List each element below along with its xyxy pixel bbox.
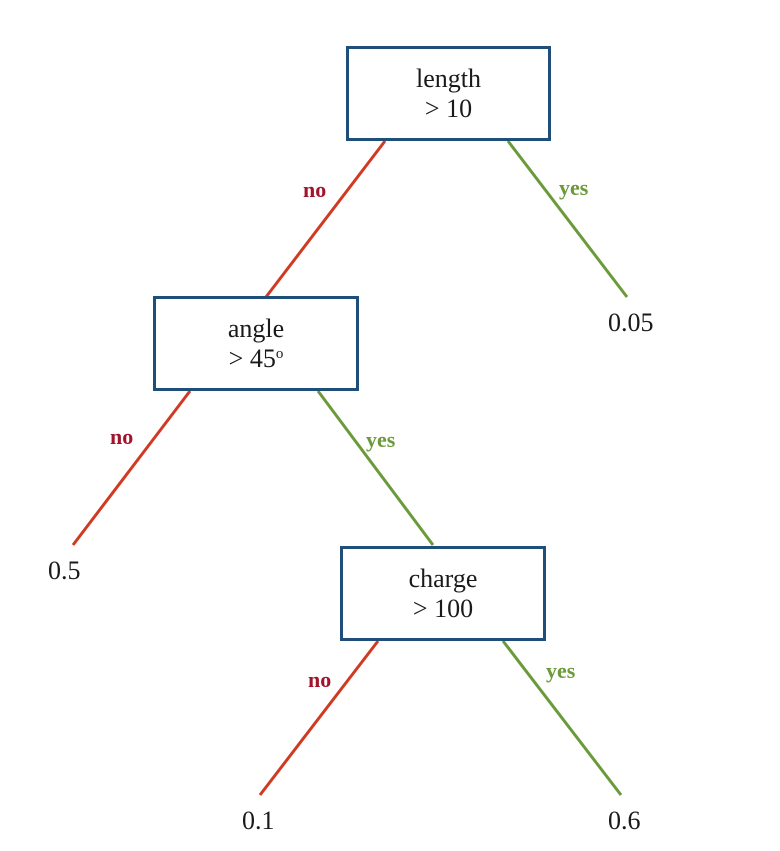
leaf-charge-yes: 0.6 (608, 806, 641, 835)
branch-label-root-yes: yes (559, 175, 589, 200)
edge-root-yes (506, 140, 629, 298)
node-charge: charge > 100 (340, 546, 546, 641)
node-charge-condition: > 100 (412, 593, 474, 623)
edge-charge-yes (501, 640, 623, 796)
node-length-condition: > 10 (424, 93, 473, 123)
node-charge-feature: charge (408, 563, 478, 593)
node-length: length > 10 (346, 46, 551, 141)
branch-label-angle-yes: yes (366, 427, 396, 452)
leaf-length-yes: 0.05 (608, 308, 654, 337)
edge-angle-yes (316, 390, 435, 546)
leaf-charge-no: 0.1 (242, 806, 275, 835)
node-angle: angle > 45o (153, 296, 359, 391)
branch-label-charge-no: no (308, 667, 332, 692)
edge-charge-no (258, 640, 380, 796)
edge-angle-no (71, 390, 192, 546)
branch-label-angle-no: no (110, 424, 134, 449)
edge-root-no (264, 140, 387, 298)
node-angle-condition: > 45o (228, 343, 284, 373)
node-length-feature: length (416, 63, 481, 93)
leaf-angle-no: 0.5 (48, 556, 81, 585)
branch-label-charge-yes: yes (546, 658, 576, 683)
node-angle-feature: angle (227, 313, 285, 343)
branch-label-root-no: no (303, 177, 327, 202)
degree-superscript: o (275, 345, 284, 362)
